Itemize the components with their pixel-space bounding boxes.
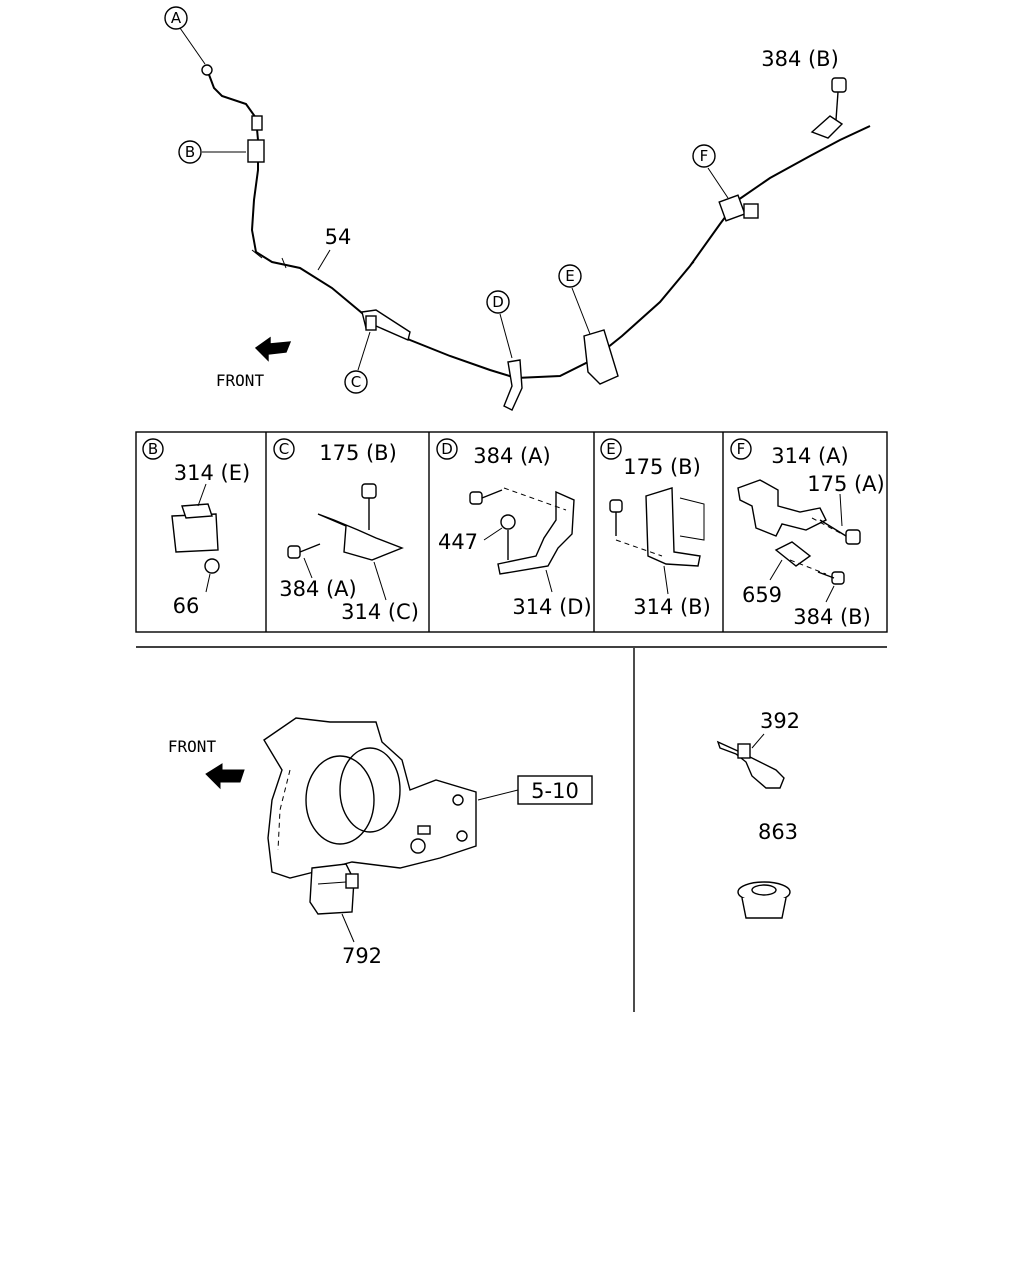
- front-arrow-icon: [254, 336, 292, 362]
- grommet-label: 863: [758, 820, 798, 844]
- panel-f-label-3: 659: [742, 583, 782, 607]
- detail-panel-e: E 175 (B) 314 (B): [600, 438, 711, 619]
- grommet-863: [737, 881, 791, 919]
- top-bolt-label: 384 (B): [761, 47, 839, 71]
- callout-f-letter: F: [700, 147, 709, 165]
- front-arrow-bottom-icon: [205, 763, 245, 790]
- callout-e-letter: E: [565, 267, 574, 285]
- panel-e-letter: E: [606, 440, 615, 458]
- panel-c-label-3: 314 (C): [341, 600, 419, 624]
- callout-b: [178, 140, 202, 164]
- panel-f-label-1: 314 (A): [771, 444, 849, 468]
- detail-panel-b: B 314 (E) 66: [142, 438, 250, 618]
- detail-panel-c: C 175 (B) 384 (A) 314 (C): [273, 438, 419, 624]
- callout-c: [344, 370, 368, 394]
- cable-tie-label: 392: [760, 709, 800, 733]
- cable-tie-392: [716, 740, 785, 789]
- callout-e: [558, 264, 582, 288]
- callout-d: [486, 290, 510, 314]
- switch-part-label: 792: [342, 944, 382, 968]
- callout-b-letter: B: [185, 143, 195, 161]
- front-label-top: FRONT: [216, 371, 265, 390]
- switch-792: [309, 863, 355, 915]
- panel-b-label-2: 66: [173, 594, 200, 618]
- panel-b-letter: B: [148, 440, 158, 458]
- bracket-body: [263, 717, 477, 879]
- detail-panels: B 314 (E) 66 C 175 (B) 384 (A) 314 (C): [135, 431, 888, 633]
- panel-c-letter: C: [279, 440, 289, 458]
- callout-a: [164, 6, 188, 30]
- panel-d-label-3: 314 (D): [512, 595, 591, 619]
- panel-e-label-2: 314 (B): [633, 595, 711, 619]
- callout-c-letter: C: [351, 373, 361, 391]
- detail-panel-f: F 314 (A) 175 (A) 659 384 (B): [730, 438, 885, 629]
- panel-f-label-4: 384 (B): [793, 605, 871, 629]
- bottom-left-assembly: FRONT 5-10 792: [168, 717, 593, 968]
- detail-panel-d: D 384 (A) 447 314 (D): [436, 438, 592, 619]
- front-label-bottom: FRONT: [168, 737, 217, 756]
- panel-b-label-1: 314 (E): [174, 461, 250, 485]
- panel-f-label-2: 175 (A): [807, 472, 885, 496]
- panel-c-label-2: 384 (A): [279, 577, 357, 601]
- ref-box-label: 5-10: [531, 779, 579, 803]
- panel-d-letter: D: [441, 440, 453, 458]
- main-cable-assembly: A B C D E F 384 (B) 54: [164, 6, 871, 411]
- panel-d-label-2: 447: [438, 530, 478, 554]
- panel-c-label-1: 175 (B): [319, 441, 397, 465]
- callout-d-letter: D: [492, 293, 504, 311]
- panel-f-letter: F: [737, 440, 746, 458]
- brake-cable-54: [207, 71, 871, 380]
- panel-d-label-1: 384 (A): [473, 444, 551, 468]
- panel-e-label-1: 175 (B): [623, 455, 701, 479]
- callout-f: [692, 144, 716, 168]
- bottom-right-parts: 392 863: [716, 709, 800, 919]
- cable-part-label: 54: [325, 225, 352, 249]
- callout-a-letter: A: [171, 9, 182, 27]
